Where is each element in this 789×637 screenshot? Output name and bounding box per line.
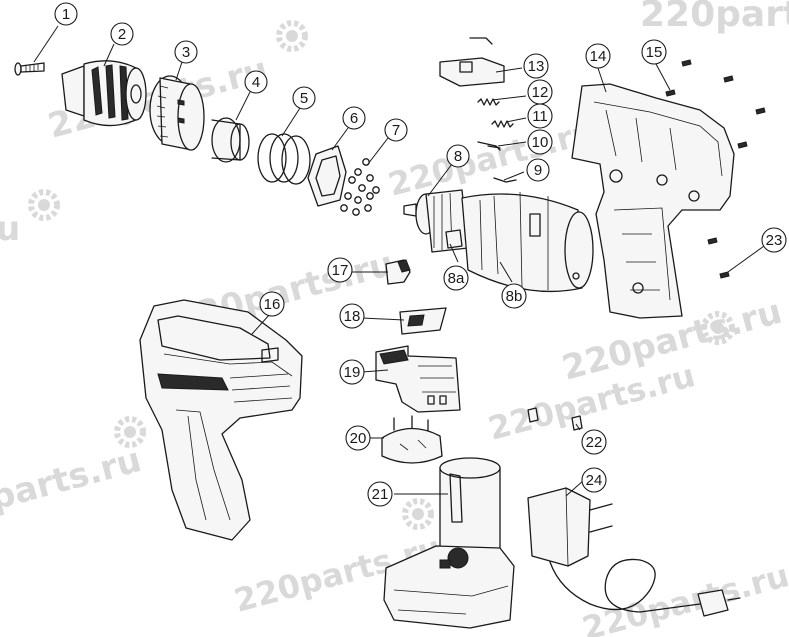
watermark-text: 220parts.ru [384, 112, 599, 204]
part-22-contacts [527, 407, 583, 431]
part-3-clutch-ring [149, 75, 205, 151]
part-16-housing-left [139, 299, 303, 541]
callout-label: 24 [586, 472, 603, 489]
callout-1: 1 [54, 2, 78, 26]
part-14-housing-right [571, 83, 735, 319]
callout-5: 5 [292, 86, 316, 110]
part-19-switch [375, 345, 461, 413]
watermark-gear-icon [114, 416, 146, 448]
callout-label: 8b [506, 288, 523, 305]
part-17-led-holder [385, 259, 411, 285]
callout-21: 21 [367, 481, 393, 507]
part-23-screws [707, 237, 730, 279]
part-5-spring [257, 133, 311, 185]
watermark-text: parts.ru [0, 440, 146, 519]
part-11-spring [491, 120, 514, 128]
callout-label: 8 [454, 148, 462, 165]
callout-18: 18 [339, 303, 365, 329]
callout-9: 9 [526, 158, 550, 182]
watermark-gear-icon [276, 20, 308, 52]
callout-3: 3 [174, 40, 198, 64]
callout-24: 24 [581, 467, 607, 493]
callout-12: 12 [527, 79, 553, 105]
callout-label: 13 [528, 58, 545, 75]
callout-14: 14 [585, 43, 611, 69]
callout-label: 11 [532, 108, 548, 125]
callout-label: 4 [252, 74, 260, 91]
callout-22: 22 [581, 429, 607, 455]
part-8b-motor [461, 191, 594, 293]
callout-label: 21 [372, 486, 389, 503]
callout-7: 7 [384, 118, 408, 142]
part-9-wire [493, 177, 517, 183]
callout-label: 22 [586, 434, 603, 451]
callout-label: 1 [62, 6, 70, 23]
callout-11: 11 [527, 103, 553, 129]
callout-8b: 8b [501, 283, 527, 309]
callout-16: 16 [259, 291, 285, 317]
part-10-spring-clip [477, 141, 501, 151]
callout-2: 2 [110, 22, 134, 46]
callout-label: 23 [766, 232, 783, 249]
part-6-gear-ring [307, 145, 347, 207]
callout-label: 9 [534, 162, 542, 179]
watermark-gear-icon [701, 311, 735, 345]
part-15-screws [665, 59, 766, 149]
callout-label: 19 [344, 364, 361, 381]
callout-label: 10 [532, 134, 549, 151]
part-1-screw [14, 62, 45, 76]
callout-leaders [33, 25, 765, 497]
part-20-terminal-plate [381, 415, 443, 464]
callout-8: 8 [446, 144, 470, 168]
callout-label: 3 [182, 44, 190, 61]
part-21-battery [383, 457, 515, 629]
callout-20: 20 [345, 425, 371, 451]
callout-19: 19 [339, 359, 365, 385]
callout-label: 20 [350, 430, 367, 447]
watermark-text: u [0, 209, 20, 249]
callout-8a: 8a [443, 265, 469, 291]
callout-6: 6 [342, 106, 366, 130]
part-12-spring [477, 98, 500, 106]
part-7-balls [340, 158, 380, 216]
part-2-chuck [61, 60, 147, 127]
part-13-slide-button [439, 37, 505, 87]
callout-label: 12 [532, 84, 549, 101]
callout-label: 7 [392, 122, 400, 139]
callout-label: 14 [590, 48, 607, 65]
callout-label: 15 [646, 44, 663, 61]
callout-15: 15 [641, 39, 667, 65]
callout-label: 2 [118, 26, 126, 43]
callout-4: 4 [244, 70, 268, 94]
watermark-text: 220parts.ru [578, 556, 789, 637]
callout-label: 8a [448, 270, 465, 287]
callout-label: 16 [264, 296, 281, 313]
callout-13: 13 [523, 53, 549, 79]
callout-17: 17 [327, 257, 353, 283]
callout-label: 5 [300, 90, 308, 107]
watermark-gear-icon [402, 498, 434, 530]
callout-label: 17 [332, 262, 349, 279]
part-24-charger [527, 487, 741, 617]
callout-10: 10 [527, 129, 553, 155]
watermark-text: 220parts [640, 0, 789, 35]
callout-label: 18 [344, 308, 361, 325]
part-18-plate [399, 307, 447, 335]
part-4-ring [211, 117, 250, 163]
callout-23: 23 [761, 227, 787, 253]
watermark-gear-icon [28, 189, 60, 221]
part-8-gearbox [403, 189, 469, 253]
callout-label: 6 [350, 110, 358, 127]
